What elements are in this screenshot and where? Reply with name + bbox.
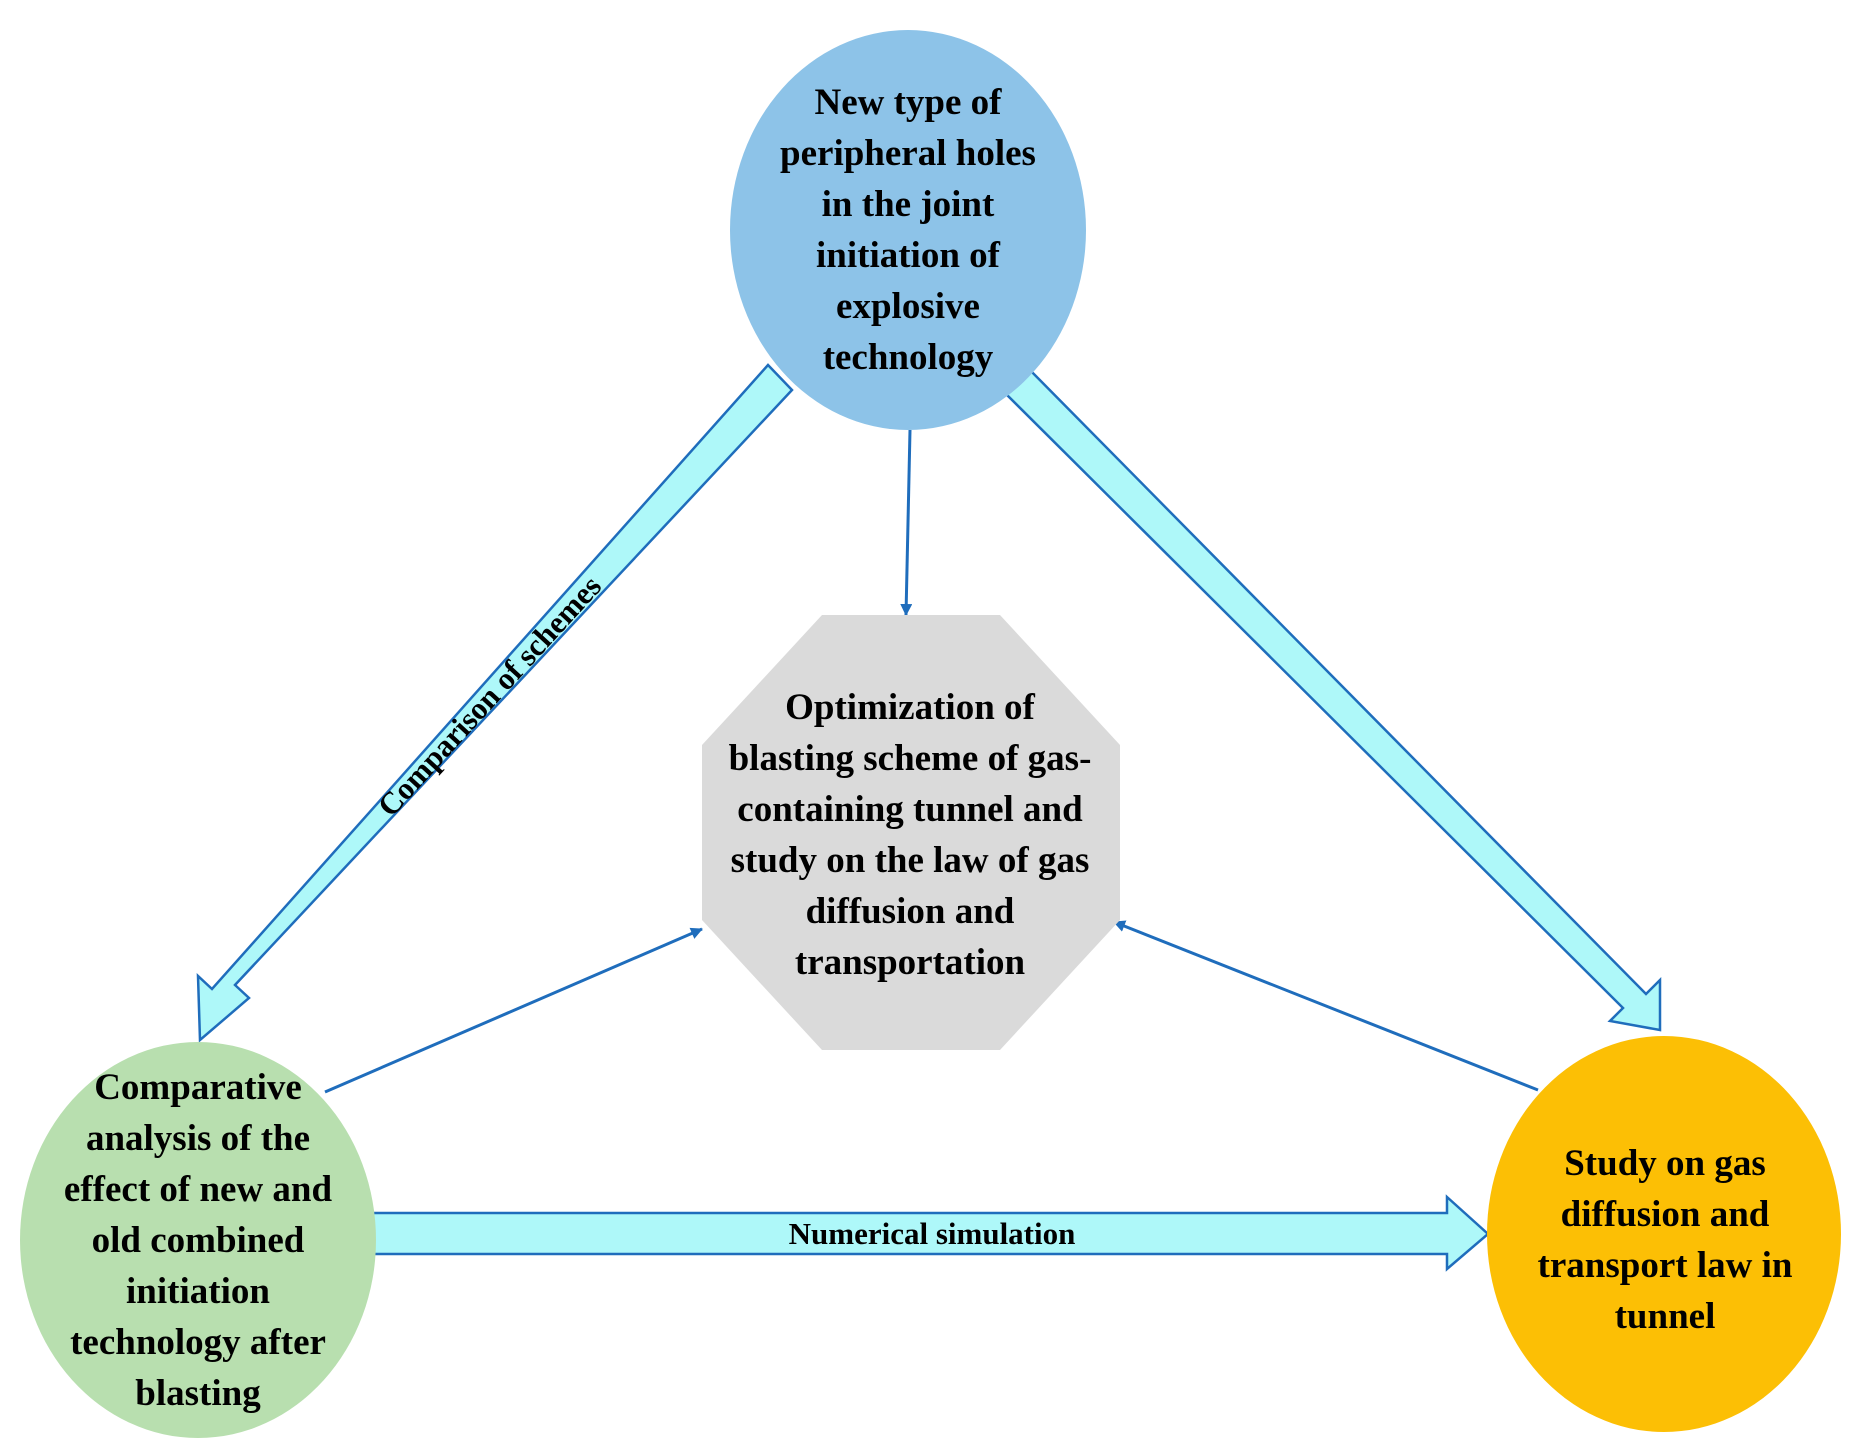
comparison-of-schemes-label: Comparison of schemes <box>370 569 608 824</box>
top-node-label: New type of peripheral holes in the join… <box>780 82 1036 378</box>
right-node-label: Study on gas diffusion and transport law… <box>1537 1143 1793 1337</box>
center-node-octagon <box>702 615 1120 1050</box>
center-node-label: Optimization of blasting scheme of gas- … <box>728 687 1092 983</box>
right-node-circle <box>1487 1036 1841 1432</box>
left-to-center-arrow <box>324 927 703 1094</box>
right-to-center-arrow <box>1113 920 1539 1092</box>
top-to-right-arrow <box>1000 363 1662 1032</box>
top-to-center-arrow <box>900 429 913 616</box>
left-node-label: Comparative analysis of the effect of ne… <box>63 1066 333 1414</box>
numerical-simulation-arrow <box>371 1194 1490 1272</box>
left-node-circle <box>20 1042 376 1438</box>
numerical-simulation-label: Numerical simulation <box>789 1216 1076 1251</box>
comparison-arrow <box>196 363 794 1043</box>
top-node-circle <box>730 30 1086 430</box>
